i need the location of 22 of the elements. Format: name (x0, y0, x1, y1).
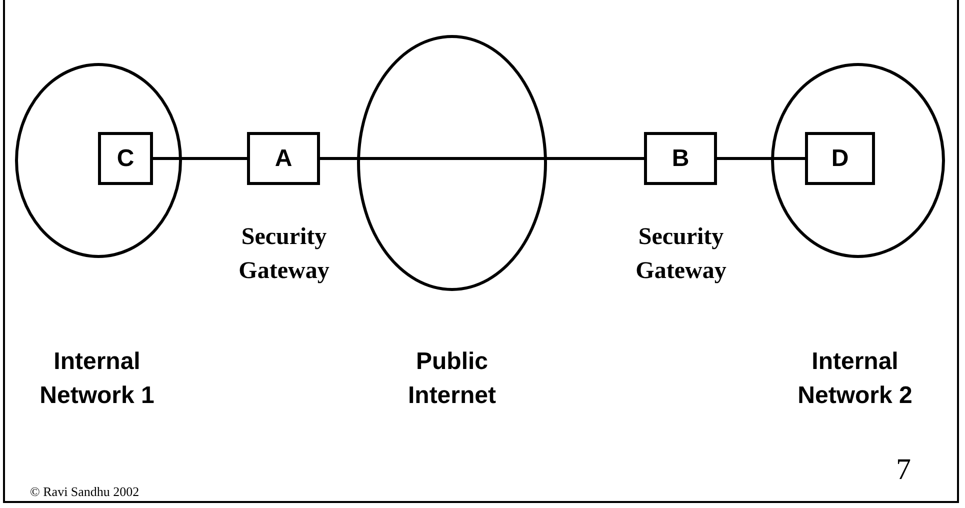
node-caption: Security Gateway (238, 223, 330, 286)
node-caption: Internal Network 2 (796, 347, 914, 411)
node-box (644, 132, 717, 185)
network-circle (771, 63, 945, 258)
connector-line (153, 157, 247, 160)
node-caption: Internal Network 1 (38, 347, 156, 411)
node-label: A (274, 144, 292, 172)
network-circle (15, 63, 182, 258)
connector-line (717, 157, 805, 160)
node-label: D (831, 144, 849, 172)
connector-line (547, 157, 644, 160)
node-box (98, 132, 153, 185)
node-caption: Security Gateway (634, 223, 728, 286)
node-box (247, 132, 320, 185)
network-circle (357, 35, 547, 291)
node-label: C (116, 144, 134, 172)
node-label: B (672, 144, 690, 172)
page-number: 7 (896, 453, 911, 487)
connector-line (320, 157, 357, 160)
copyright-note: © Ravi Sandhu 2002 (30, 484, 140, 500)
node-box (805, 132, 875, 185)
node-caption: Public Internet (406, 347, 497, 411)
